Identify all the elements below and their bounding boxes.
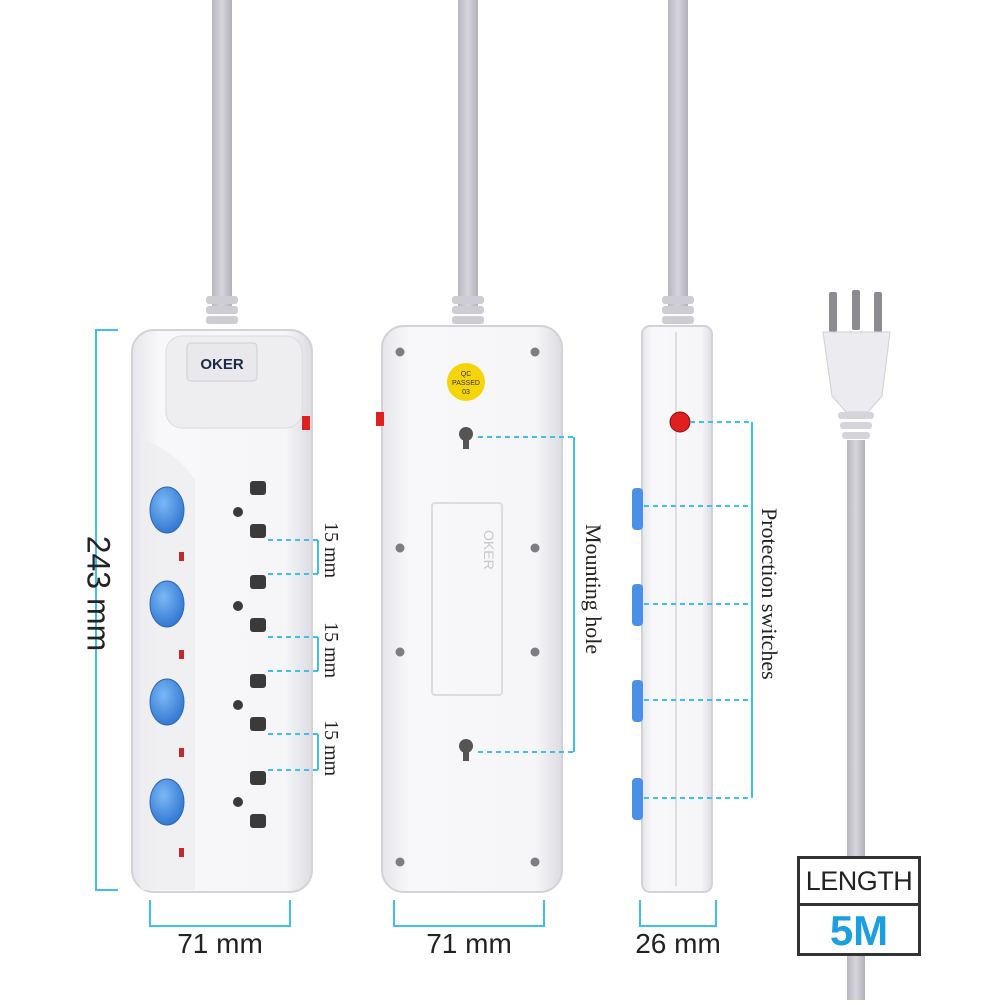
- dimension-lines: [95, 329, 753, 927]
- switch-button-3: [149, 678, 185, 726]
- brand-logo: OKER: [200, 356, 244, 373]
- back-power-switch: [376, 412, 384, 426]
- mounting-hole-bottom: [459, 739, 473, 761]
- side-strain-relief: [662, 296, 694, 324]
- svg-text:QC: QC: [461, 371, 472, 378]
- front-view: OKER: [131, 0, 313, 893]
- width-bracket-back: [393, 900, 545, 927]
- length-label: 243 mm: [80, 535, 117, 652]
- svg-text:03: 03: [462, 389, 470, 396]
- plug-grip: [838, 412, 874, 439]
- mounting-hole-label: Mounting hole: [581, 524, 606, 655]
- depth-bracket: [639, 900, 717, 927]
- switch-button-2: [149, 580, 185, 628]
- length-bracket: [95, 329, 118, 891]
- width-front-label: 71 mm: [177, 928, 263, 959]
- back-view: QC PASSED 03 OKER: [376, 0, 563, 893]
- back-strain-relief: [452, 296, 484, 324]
- plug-head: [822, 331, 891, 413]
- mounting-hole-top: [459, 427, 473, 449]
- back-body: [381, 325, 563, 893]
- front-side-curve: [140, 438, 195, 890]
- qc-sticker: [447, 363, 485, 401]
- depth-label: 26 mm: [635, 928, 721, 959]
- width-back-label: 71 mm: [426, 928, 512, 959]
- switch-indicators: [179, 552, 184, 857]
- side-view: [632, 0, 713, 893]
- spacing-label-3: 15 mm: [320, 720, 342, 777]
- socket-1: [233, 481, 266, 538]
- front-switch-buttons: [149, 486, 185, 826]
- width-bracket-front: [149, 900, 291, 927]
- switch-button-4: [149, 778, 185, 826]
- cable-length-value: 5M: [829, 907, 889, 954]
- spacing-dashes: [268, 421, 752, 799]
- socket-3: [233, 674, 266, 731]
- plug-pins: [829, 290, 882, 332]
- socket-outlets: [233, 481, 266, 828]
- spacing-label-2: 15 mm: [320, 622, 342, 679]
- spacing-label-1: 15 mm: [320, 522, 342, 579]
- front-strain-relief: [206, 296, 238, 324]
- switch-button-1: [149, 486, 185, 534]
- front-power-switch: [302, 416, 310, 430]
- back-label-plate: [431, 502, 503, 696]
- front-cord: [212, 0, 232, 310]
- side-cord: [668, 0, 688, 310]
- cable-length-box: LENGTH 5M: [797, 856, 921, 956]
- side-switch-buttons: [632, 488, 643, 820]
- back-brand-emboss: OKER: [481, 530, 497, 570]
- back-screws: [395, 347, 540, 867]
- protection-switches-label: Protection switches: [757, 508, 782, 680]
- back-cord: [458, 0, 478, 310]
- svg-text:PASSED: PASSED: [452, 380, 480, 387]
- brand-badge: [186, 342, 258, 382]
- socket-4: [233, 771, 266, 828]
- side-power-switch: [669, 411, 691, 433]
- socket-2: [233, 575, 266, 632]
- cable-length-title: LENGTH: [800, 859, 918, 906]
